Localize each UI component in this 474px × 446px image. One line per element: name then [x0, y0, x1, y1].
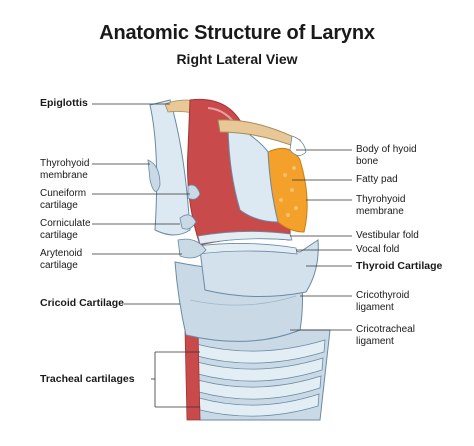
corniculate-cartilage: [179, 214, 197, 230]
label-corniculate-2: cartilage: [40, 230, 78, 241]
label-hyoid-1: Body of hyoid: [356, 144, 417, 155]
label-fatty-pad: Fatty pad: [356, 174, 398, 185]
cuneiform-cartilage: [187, 184, 201, 200]
vocal-fold: [195, 243, 298, 255]
trachea: [184, 329, 331, 421]
vestibular-fold: [197, 231, 293, 245]
label-arytenoid-2: cartilage: [40, 260, 78, 271]
leader-lines: [92, 103, 352, 408]
page-title: Anatomic Structure of Larynx: [99, 22, 375, 44]
label-vestibular: Vestibular fold: [356, 230, 419, 241]
label-corniculate-1: Corniculate: [40, 218, 91, 229]
label-cricothyroid-1: Cricothyroid: [356, 290, 410, 301]
label-cuneiform-1: Cuneiform: [40, 188, 87, 199]
thyrohyoid-membrane-right: [227, 119, 279, 223]
label-tracheal: Tracheal cartilages: [40, 373, 135, 385]
label-thyrohyoid-left-1: Thyrohyoid: [40, 158, 90, 169]
label-thyrohyoid-right-2: membrane: [356, 206, 404, 217]
label-cricotracheal-1: Cricotracheal: [356, 324, 415, 335]
thyrohyoid-membrane-left: [149, 99, 191, 236]
label-hyoid-2: bone: [356, 156, 379, 167]
label-cuneiform-2: cartilage: [40, 200, 78, 211]
arytenoid-cartilage: [177, 238, 207, 259]
label-thyrohyoid-left-2: membrane: [40, 170, 88, 181]
label-arytenoid-1: Arytenoid: [40, 248, 83, 259]
label-cricothyroid-2: ligament: [356, 302, 394, 313]
label-epiglottis: Epiglottis: [40, 97, 88, 109]
label-cricotracheal-2: ligament: [356, 336, 394, 347]
label-thyroid: Thyroid Cartilage: [356, 260, 443, 272]
label-thyrohyoid-right-1: Thyrohyoid: [356, 194, 406, 205]
label-vocal: Vocal fold: [356, 244, 400, 255]
label-cricoid: Cricoid Cartilage: [40, 297, 125, 309]
page-subtitle: Right Lateral View: [176, 51, 298, 67]
